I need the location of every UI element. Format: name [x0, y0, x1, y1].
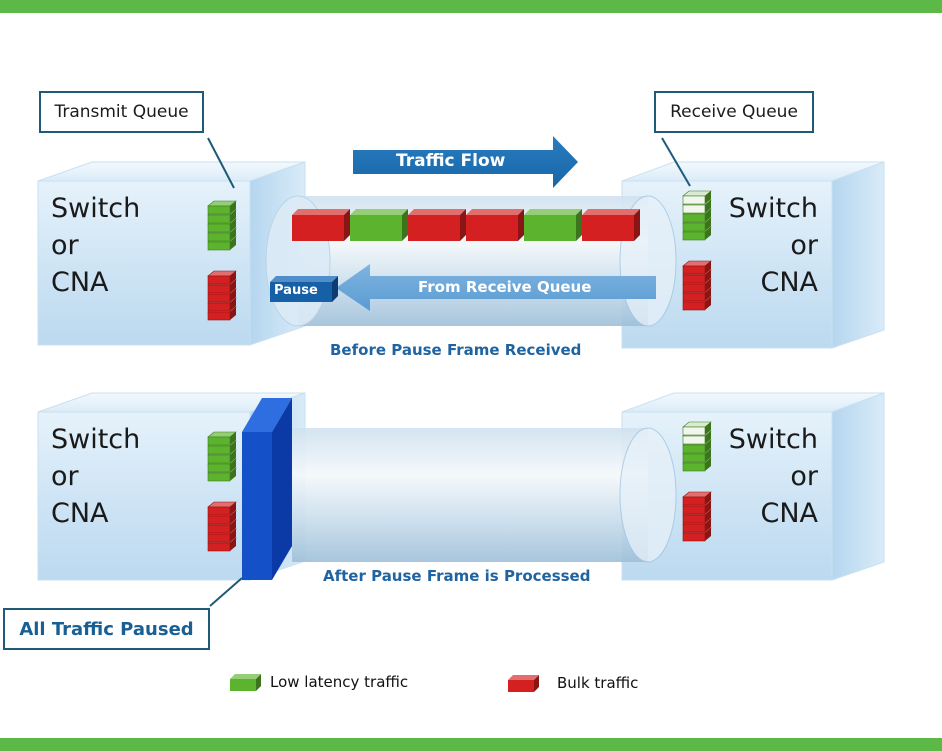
- receive-queue-low-latency-top: [682, 190, 712, 241]
- pipe-frame-low-latency: [350, 209, 408, 241]
- legend-low-latency-label: Low latency traffic: [270, 673, 409, 691]
- pipe-frame-low-latency: [524, 209, 582, 241]
- from-receive-queue-label: From Receive Queue: [418, 278, 592, 296]
- transmit-queue-callout: Transmit Queue: [39, 91, 204, 133]
- switch-label-right-top: Switch or CNA: [728, 193, 818, 298]
- pause-frame-icon: [270, 276, 338, 302]
- switch-label-left-top: Switch or CNA: [51, 193, 141, 298]
- pipe-bottom: [292, 427, 677, 563]
- legend-low-latency-swatch: [230, 674, 261, 691]
- all-traffic-paused-label: All Traffic Paused: [19, 618, 194, 640]
- before-caption: Before Pause Frame Received: [330, 341, 582, 359]
- queue-stacks: [207, 190, 712, 552]
- pipe-frame-bulk: [292, 209, 350, 241]
- receive-queue-callout: Receive Queue: [654, 91, 814, 133]
- from-receive-queue-arrow: [336, 264, 656, 311]
- transmit-queue-bulk-top: [207, 270, 237, 321]
- pipe-frame-bulk: [466, 209, 524, 241]
- bottom-frame-bar: [0, 738, 942, 751]
- switch-label-left-bottom: Switch or CNA: [51, 424, 141, 529]
- after-caption: After Pause Frame is Processed: [323, 567, 591, 585]
- transmit-queue-bulk-bottom: [207, 501, 237, 552]
- transmit-queue-low-latency-top: [207, 200, 237, 251]
- receive-queue-low-latency-bottom: [682, 421, 712, 472]
- pipe-traffic-frames: [292, 209, 640, 241]
- legend-bulk-swatch: [508, 675, 539, 692]
- pause-panel: [242, 398, 292, 580]
- all-traffic-paused-callout: All Traffic Paused: [3, 608, 210, 650]
- transmit-queue-label: Transmit Queue: [54, 102, 189, 122]
- legend-bulk-label: Bulk traffic: [557, 674, 639, 692]
- pause-label: Pause: [274, 283, 318, 298]
- traffic-flow-label: Traffic Flow: [396, 151, 506, 171]
- paused-pointer: [209, 577, 243, 607]
- legend-swatches: [230, 674, 539, 692]
- traffic-flow-arrow: [353, 136, 578, 188]
- receive-queue-bulk-top: [682, 260, 712, 311]
- transmit-pointer: [207, 137, 235, 189]
- pipe-frame-bulk: [582, 209, 640, 241]
- top-frame-bar: [0, 0, 942, 13]
- receive-queue-bulk-bottom: [682, 491, 712, 542]
- pipe-frame-bulk: [408, 209, 466, 241]
- receive-pointer: [661, 137, 691, 187]
- transmit-queue-low-latency-bottom: [207, 431, 237, 482]
- receive-queue-label: Receive Queue: [670, 102, 798, 122]
- switch-label-right-bottom: Switch or CNA: [728, 424, 818, 529]
